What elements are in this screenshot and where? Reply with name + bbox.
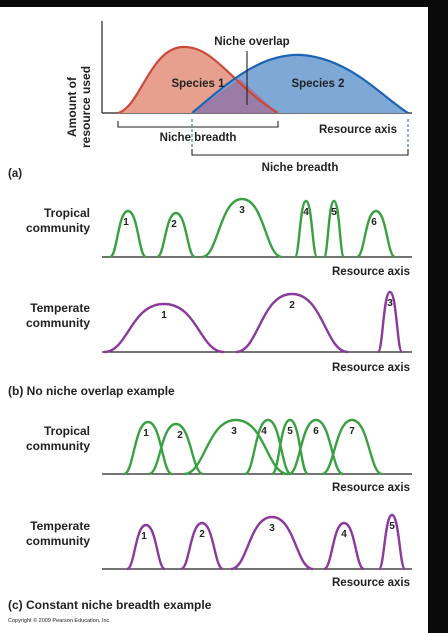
- c-tropical-species-7-label: 7: [349, 426, 355, 437]
- b-temperate-species-2-curve: [235, 292, 349, 354]
- c-temperate-axis-label: Resource axis: [332, 577, 410, 589]
- c-temperate-species-5-curve: [377, 513, 407, 571]
- c-temperate-label-line2: community: [26, 534, 90, 548]
- species1-label: Species 1: [171, 78, 225, 90]
- b-tropical-species-3-label: 3: [239, 205, 245, 216]
- b-tropical-species-6-label: 6: [371, 217, 377, 228]
- niche-breadth-label-1: Niche breadth: [160, 132, 237, 144]
- niche-overlap-label: Niche overlap: [214, 36, 289, 48]
- y-axis-label-line2: resource used: [79, 66, 93, 148]
- figure-panel: Amount of resource used Niche overlap Sp…: [0, 7, 428, 633]
- species2-curve: [191, 53, 409, 114]
- niche-diagram: Amount of resource used Niche overlap Sp…: [8, 21, 412, 624]
- c-tropical-species-5-label: 5: [287, 426, 293, 437]
- b-tropical-label-line1: Tropical: [44, 206, 90, 220]
- b-tropical-species-4-curve: [293, 199, 319, 259]
- c-tropical-species-6-curve: [288, 418, 344, 476]
- c-tropical-label-line1: Tropical: [44, 424, 90, 438]
- c-tropical-species-2-curve: [148, 422, 204, 476]
- b-caption: (b) No niche overlap example: [8, 384, 175, 398]
- b-tropical-species-4-label: 4: [303, 207, 309, 218]
- copyright-text: Copyright © 2009 Pearson Education, Inc.: [8, 617, 111, 624]
- b-tropical-species-5-curve: [322, 199, 346, 259]
- c-tropical-species-6-label: 6: [313, 426, 319, 437]
- b-tropical-species-1-curve: [108, 209, 148, 259]
- panel-a: Amount of resource used Niche overlap Sp…: [8, 21, 412, 180]
- c-temperate-label-line1: Temperate: [30, 519, 90, 533]
- b-tropical-species-2-curve: [156, 211, 196, 259]
- b-temperate-label-line2: community: [26, 316, 90, 330]
- c-tropical-label-line2: community: [26, 439, 90, 453]
- b-temperate-species-3-label: 3: [387, 298, 393, 309]
- overlap-area: [192, 79, 278, 113]
- c-tropical-species-3-label: 3: [231, 426, 237, 437]
- b-temperate-curves: 1 2 3: [103, 290, 404, 354]
- b-tropical-label-line2: community: [26, 221, 90, 235]
- c-tropical-species-3-curve: [183, 418, 289, 476]
- c-temperate-species-5-label: 5: [389, 521, 395, 532]
- c-temperate-species-4-label: 4: [341, 529, 347, 540]
- y-axis-label-line1: Amount of: [65, 76, 79, 137]
- c-tropical-species-1-label: 1: [143, 428, 149, 439]
- c-temperate-species-3-label: 3: [269, 523, 275, 534]
- c-temperate-species-2-label: 2: [199, 529, 205, 540]
- c-temperate-species-1-label: 1: [141, 531, 147, 542]
- b-temperate-species-1-curve: [103, 302, 225, 354]
- b-tropical-species-1-label: 1: [123, 217, 129, 228]
- b-temperate-label-line1: Temperate: [30, 301, 90, 315]
- c-temperate-species-4-curve: [323, 521, 365, 571]
- b-temperate-axis-label: Resource axis: [332, 362, 410, 374]
- b-tropical-species-5-label: 5: [331, 207, 337, 218]
- b-tropical-curves: 1 2 3 4 5 6: [108, 197, 396, 259]
- c-temperate-species-3-curve: [230, 515, 314, 571]
- b-tropical-species-6-curve: [356, 209, 396, 259]
- c-tropical-species-5-curve: [270, 418, 310, 476]
- panel-a-letter: (a): [8, 168, 22, 180]
- species1-curve: [117, 45, 279, 115]
- b-temperate-species-2-label: 2: [289, 300, 295, 311]
- b-tropical-species-2-label: 2: [171, 219, 177, 230]
- c-tropical-axis-label: Resource axis: [332, 482, 410, 494]
- c-tropical-species-1-curve: [123, 420, 173, 476]
- b-temperate-species-3-curve: [376, 290, 404, 354]
- c-caption: (c) Constant niche breadth example: [8, 598, 212, 612]
- niche-breadth-label-2: Niche breadth: [262, 162, 339, 174]
- b-temperate-species-1-label: 1: [161, 310, 167, 321]
- resource-axis-label-a: Resource axis: [319, 124, 397, 136]
- c-temperate-species-1-curve: [126, 523, 166, 571]
- species2-label: Species 2: [291, 78, 344, 90]
- c-tropical-species-4-label: 4: [261, 426, 267, 437]
- c-tropical-curves: 1 2 3 4 5 6 7: [123, 418, 383, 476]
- c-temperate-species-2-curve: [180, 521, 224, 571]
- niche-breadth-bracket-2: [191, 149, 409, 156]
- b-tropical-species-3-curve: [201, 197, 283, 259]
- c-tropical-species-4-curve: [244, 418, 292, 476]
- niche-breadth-bracket-1: [117, 121, 279, 128]
- panel-c: Tropical community 1 2 3 4 5 6 7 Resource axis…: [8, 418, 412, 624]
- c-tropical-species-7-curve: [321, 418, 383, 476]
- c-temperate-curves: 1 2 3 4 5: [126, 513, 407, 571]
- c-tropical-species-2-label: 2: [177, 430, 183, 441]
- b-tropical-axis-label: Resource axis: [332, 266, 410, 278]
